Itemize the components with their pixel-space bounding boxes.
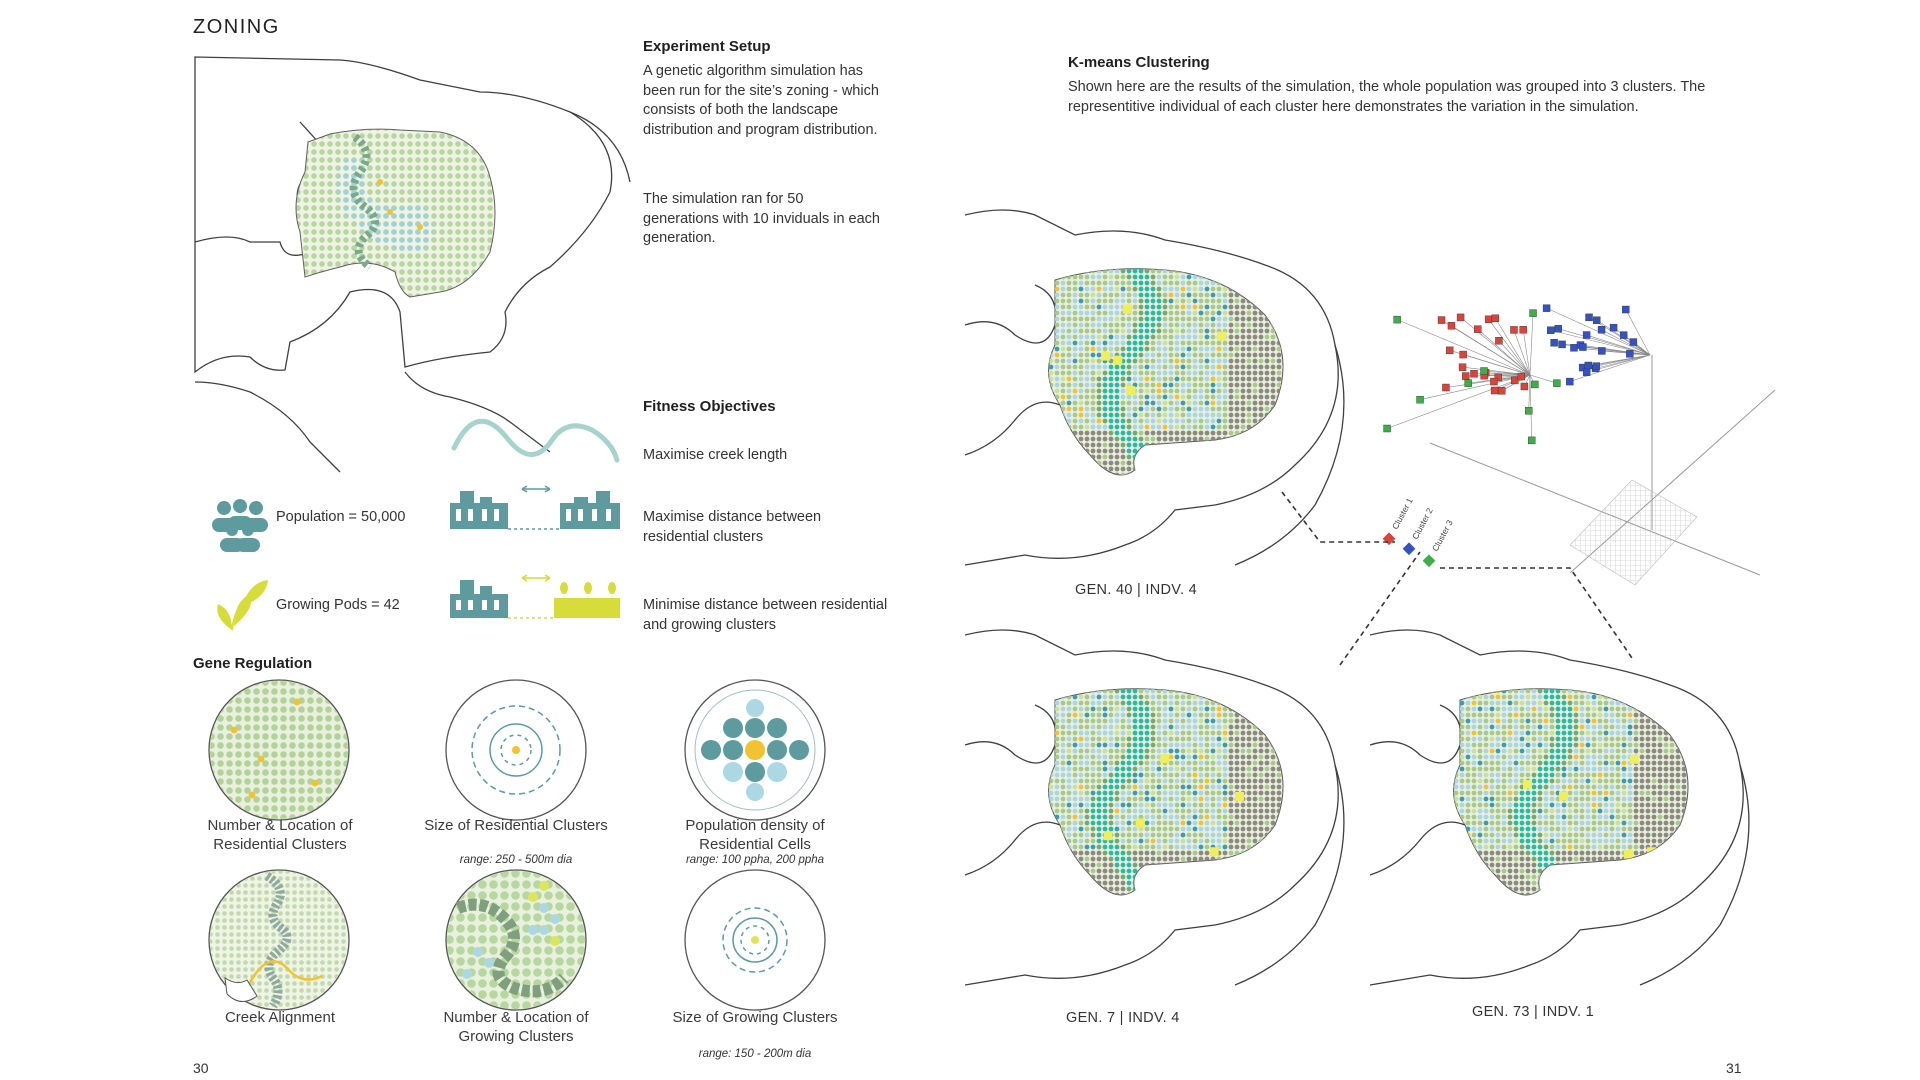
map-label-gen7: GEN. 7 | INDV. 4 <box>1066 1010 1180 1026</box>
gene-circle-growing-size <box>684 869 826 1011</box>
objective-residential-distance: Maximise distance between residential cl… <box>643 509 822 545</box>
connector-lines <box>1281 491 1633 666</box>
cluster-map-gen7 <box>964 629 1345 986</box>
gene-label-residential-clusters: Number & Location of Residential Cluster… <box>207 817 353 853</box>
buildings-icon <box>450 485 620 530</box>
objective-creek-length: Maximise creek length <box>643 447 788 463</box>
cluster-map-gen73 <box>1369 629 1750 986</box>
gene-label-population-density: Population density of Residential Cells <box>685 817 825 853</box>
experiment-setup-paragraph-1: A genetic algorithm simulation has been … <box>643 63 879 138</box>
gene-circle-growing-clusters <box>445 869 587 1011</box>
gene-label-residential-size: Size of Residential Clusters <box>424 817 608 834</box>
gene-circle-population-density <box>684 679 826 821</box>
gene-label-growing-clusters: Number & Location of Growing Clusters <box>443 1009 589 1045</box>
cluster-map-gen40 <box>964 209 1345 566</box>
map-label-gen73: GEN. 73 | INDV. 1 <box>1472 1004 1594 1020</box>
kmeans-3d-scatter <box>1383 304 1776 586</box>
cluster-legend: Cluster 1 Cluster 2 Cluster 3 <box>1382 496 1455 568</box>
gene-circle-residential-clusters <box>208 679 350 821</box>
people-group-icon <box>212 499 268 552</box>
gene-range-population-density: range: 100 ppha, 200 ppha <box>685 854 825 866</box>
gene-circle-creek-alignment <box>208 869 350 1011</box>
page-number-right: 31 <box>1726 1060 1742 1076</box>
map-label-gen40: GEN. 40 | INDV. 4 <box>1075 582 1197 598</box>
population-stat: Population = 50,000 <box>276 509 406 525</box>
site-map-overview <box>194 56 631 473</box>
greenhouse-icon <box>450 574 620 619</box>
experiment-setup-paragraph-2: The simulation ran for 50 generations wi… <box>643 191 880 246</box>
experiment-setup-heading: Experiment Setup <box>643 38 771 55</box>
gene-label-growing-size: Size of Growing Clusters <box>672 1009 838 1026</box>
kmeans-paragraph: Shown here are the results of the simula… <box>1068 79 1706 115</box>
growing-pods-stat: Growing Pods = 42 <box>276 597 400 613</box>
gene-circle-residential-size <box>445 679 587 821</box>
wave-icon <box>451 418 620 463</box>
page-title: ZONING <box>193 16 280 38</box>
page-number-left: 30 <box>193 1060 209 1076</box>
objective-growing-distance: Minimise distance between residential an… <box>643 597 888 633</box>
gene-range-residential-size: range: 250 - 500m dia <box>459 854 573 866</box>
sprout-icon <box>217 580 268 631</box>
fitness-objectives-heading: Fitness Objectives <box>643 398 776 415</box>
gene-label-creek-alignment: Creek Alignment <box>224 1009 336 1026</box>
gene-range-growing-size: range: 150 - 200m dia <box>698 1048 812 1060</box>
kmeans-heading: K-means Clustering <box>1068 54 1210 71</box>
gene-regulation-heading: Gene Regulation <box>193 655 313 672</box>
